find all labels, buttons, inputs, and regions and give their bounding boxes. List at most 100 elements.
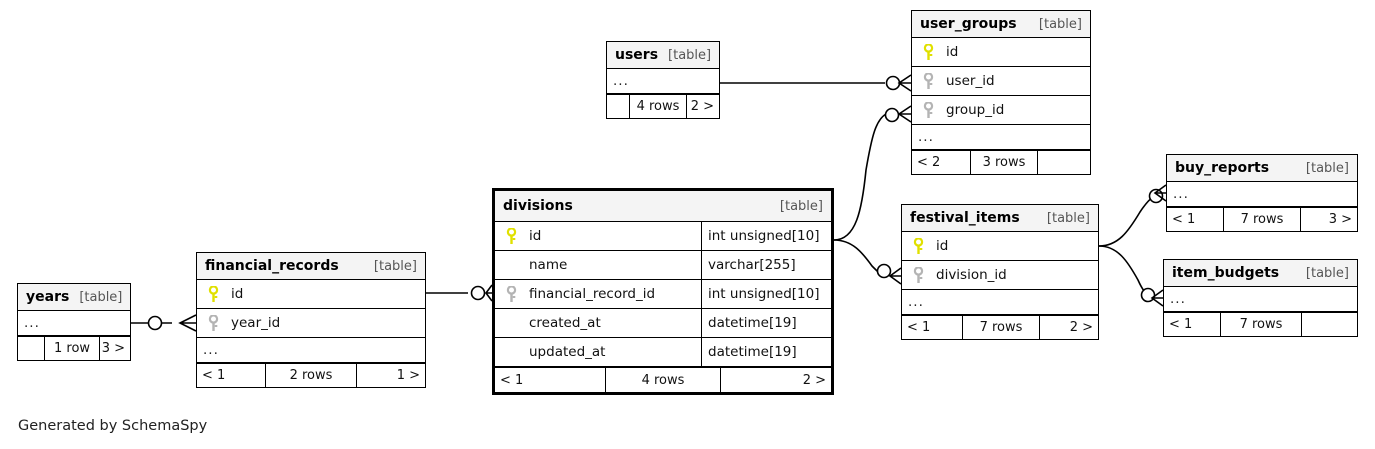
footer-prev[interactable]: < 1 (907, 320, 931, 335)
table-financial-records[interactable]: financial_records [table] id year_id ...… (196, 252, 426, 388)
column-name-cell: id (495, 227, 701, 245)
edge-marker-circle (470, 285, 486, 301)
table-footer-financial-records: < 1 2 rows 1 > (197, 363, 425, 387)
column-label: name (529, 257, 568, 273)
foreign-key-icon (908, 266, 928, 284)
table-header-years: years [table] (18, 284, 130, 311)
column-label: id (946, 44, 959, 60)
edge-festival-items-item-budgets (1098, 245, 1149, 296)
primary-key-icon (908, 237, 928, 255)
footer-next[interactable] (1038, 151, 1090, 174)
footer-rowcount: 4 rows (629, 95, 687, 118)
footer-next[interactable]: 3 > (101, 341, 125, 356)
footer-next[interactable]: 2 > (1069, 320, 1093, 335)
table-years[interactable]: years [table] ... 1 row 3 > (17, 283, 131, 361)
column-type: int unsigned[10] (701, 280, 831, 308)
table-header-divisions: divisions [table] (495, 191, 831, 222)
foreign-key-icon (203, 314, 223, 332)
footer-prev[interactable]: < 1 (202, 368, 226, 383)
column-row: id (912, 38, 1090, 67)
table-name: years (26, 289, 70, 305)
table-item-budgets[interactable]: item_budgets [table] ... < 1 7 rows (1163, 259, 1358, 337)
column-name-cell: financial_record_id (495, 285, 701, 303)
column-label: id (231, 286, 244, 302)
table-header-user-groups: user_groups [table] (912, 11, 1090, 38)
edge-marker-circle (884, 107, 900, 123)
footer-next[interactable]: 2 > (802, 372, 826, 388)
crowfoot-icon (1153, 184, 1167, 202)
collapsed-columns-indicator: ... (902, 290, 1098, 315)
column-label: division_id (936, 267, 1007, 283)
table-divisions[interactable]: divisions [table] id int unsigned[10] na… (492, 188, 834, 395)
table-footer-user-groups: < 2 3 rows (912, 150, 1090, 174)
table-festival-items[interactable]: festival_items [table] id division_id ..… (901, 204, 1099, 340)
footer-prev[interactable] (18, 337, 44, 360)
collapsed-columns-indicator: ... (197, 338, 425, 363)
footer-next[interactable]: 1 > (396, 368, 420, 383)
table-tag: [table] (373, 258, 417, 274)
footer-prev[interactable]: < 1 (1172, 212, 1196, 227)
table-name: item_budgets (1172, 265, 1280, 281)
table-tag: [table] (1046, 210, 1090, 226)
table-footer-festival-items: < 1 7 rows 2 > (902, 315, 1098, 339)
column-name-cell: updated_at (495, 344, 701, 360)
table-name: user_groups (920, 16, 1017, 32)
primary-key-icon (918, 43, 938, 61)
column-label: id (529, 228, 542, 244)
table-footer-years: 1 row 3 > (18, 336, 130, 360)
footer-prev[interactable]: < 1 (500, 372, 524, 388)
column-label: updated_at (529, 344, 606, 360)
column-name-cell: group_id (912, 101, 1090, 119)
column-name-cell: name (495, 257, 701, 273)
table-header-users: users [table] (607, 42, 719, 69)
collapsed-columns-indicator: ... (1164, 287, 1357, 312)
footer-rowcount: 1 row (43, 337, 101, 360)
footer-prev[interactable] (607, 95, 629, 118)
edge-marker-circle (876, 263, 892, 279)
collapsed-columns-indicator: ... (607, 69, 719, 94)
crowfoot-icon (1150, 289, 1164, 307)
table-name: users (615, 47, 659, 63)
column-row: id (197, 280, 425, 309)
table-tag: [table] (79, 289, 123, 305)
edge-marker-circle (1148, 188, 1164, 204)
primary-key-icon (203, 285, 223, 303)
column-name-cell: id (912, 43, 1090, 61)
footer-next[interactable]: 2 > (690, 99, 714, 114)
table-header-buy-reports: buy_reports [table] (1167, 155, 1357, 182)
column-type: int unsigned[10] (701, 222, 831, 250)
column-row: financial_record_id int unsigned[10] (495, 280, 831, 309)
edge-divisions-festival-items (833, 239, 885, 277)
column-name-cell: id (902, 237, 1098, 255)
primary-key-icon (501, 227, 521, 245)
footer-prev[interactable]: < 2 (917, 155, 941, 170)
table-user-groups[interactable]: user_groups [table] id user_id (911, 10, 1091, 175)
column-type: varchar[255] (701, 251, 831, 279)
footer-next[interactable]: 3 > (1328, 212, 1352, 227)
table-name: divisions (503, 198, 573, 214)
column-label: created_at (529, 315, 601, 331)
column-row: id int unsigned[10] (495, 222, 831, 251)
column-label: id (936, 238, 949, 254)
column-name-cell: created_at (495, 315, 701, 331)
footer-next[interactable] (1302, 313, 1355, 336)
table-tag: [table] (779, 198, 823, 214)
footer-rowcount: 3 rows (970, 151, 1038, 174)
edge-marker-circle (1140, 287, 1156, 303)
footer-rowcount: 2 rows (265, 364, 357, 387)
collapsed-columns-indicator: ... (1167, 182, 1357, 207)
foreign-key-icon (918, 101, 938, 119)
column-name-cell: user_id (912, 72, 1090, 90)
table-buy-reports[interactable]: buy_reports [table] ... < 1 7 rows 3 > (1166, 154, 1358, 232)
table-tag: [table] (1038, 16, 1082, 32)
table-name: festival_items (910, 210, 1020, 226)
table-footer-buy-reports: < 1 7 rows 3 > (1167, 207, 1357, 231)
footer-prev[interactable]: < 1 (1169, 317, 1193, 332)
footer-rowcount: 7 rows (1220, 313, 1302, 336)
column-label: group_id (946, 102, 1005, 118)
table-users[interactable]: users [table] ... 4 rows 2 > (606, 41, 720, 119)
column-row: year_id (197, 309, 425, 338)
crowfoot-icon (178, 314, 197, 332)
column-type: datetime[19] (701, 309, 831, 337)
